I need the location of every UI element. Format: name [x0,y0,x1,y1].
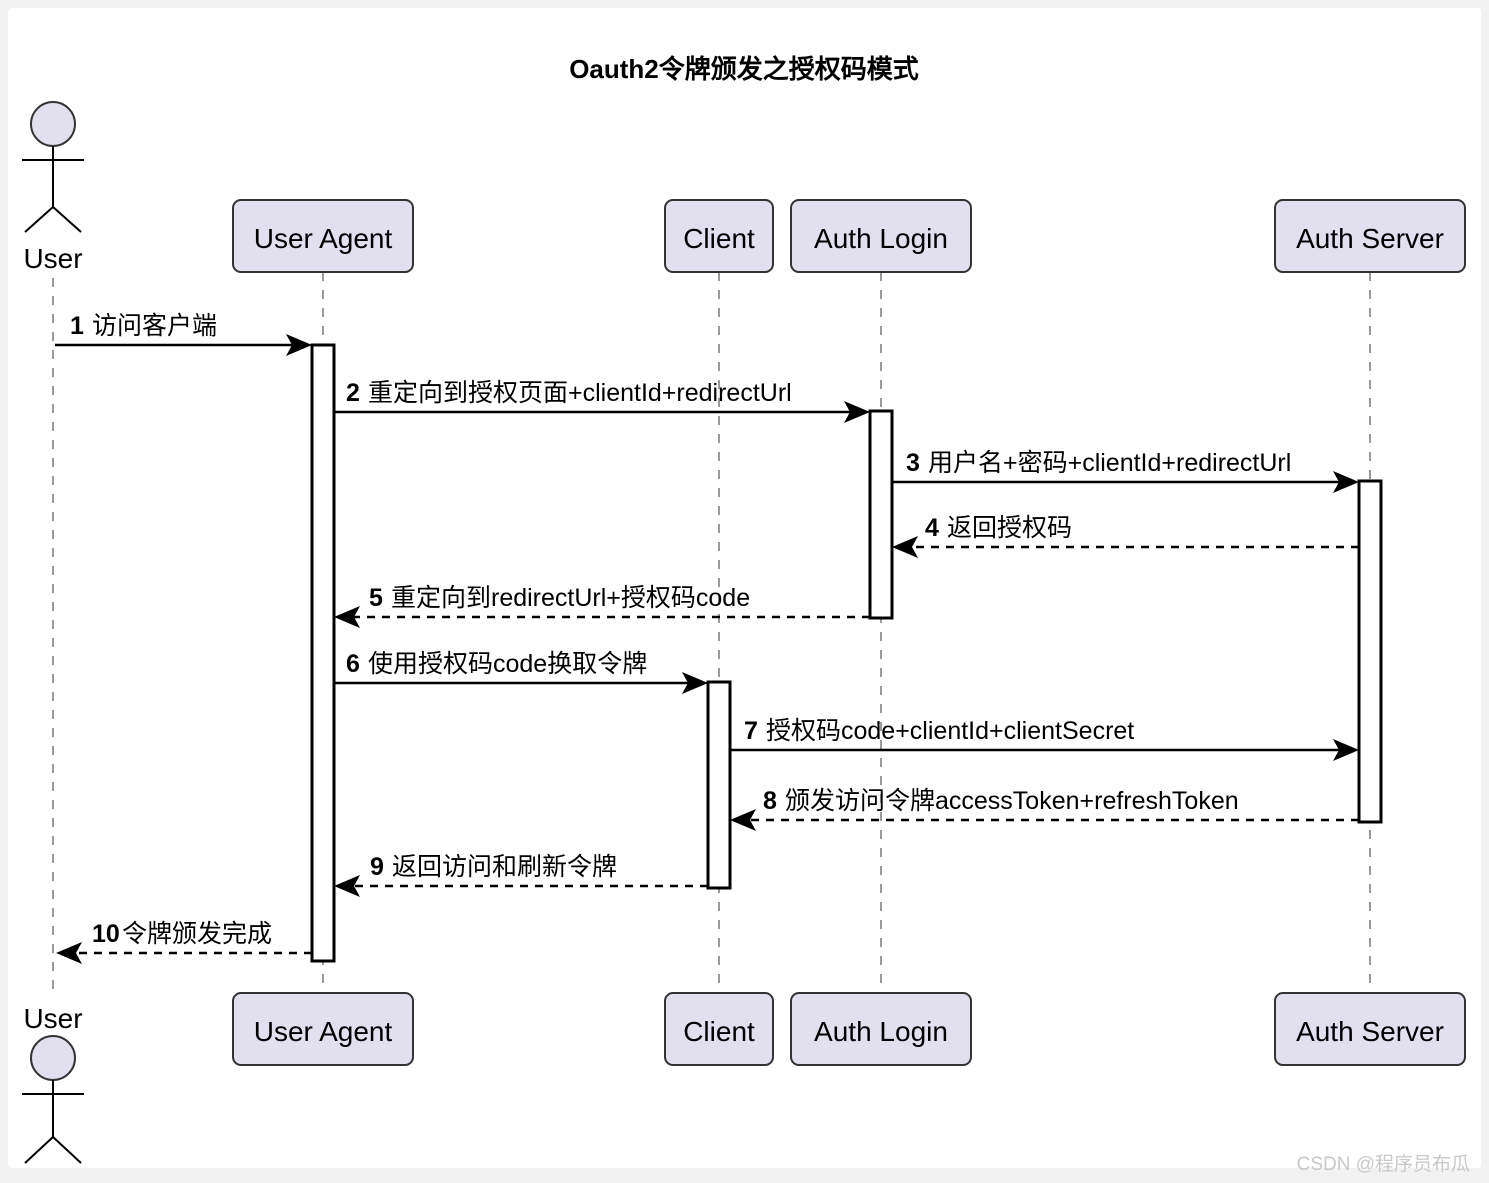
actor-leg-right [52,1136,82,1164]
arrowhead-icon [56,942,82,964]
participant-box[interactable] [232,199,414,273]
message-number: 3 [906,449,920,477]
message-10[interactable]: 10 令牌颁发完成 [56,920,312,964]
participant-box[interactable] [664,199,774,273]
message-label: 访问客户端 [92,312,217,340]
watermark: CSDN @程序员布瓜 [1297,1153,1470,1175]
participant-label-auth-login-top: Auth Login [814,223,948,254]
actor-head-icon [30,101,76,147]
participant-label-auth-login-bottom: Auth Login [814,1016,948,1047]
participant-auth-login-top[interactable]: Auth Login [790,199,972,273]
participant-auth-server-top[interactable]: Auth Server [1274,199,1466,273]
participant-box[interactable] [664,992,774,1066]
participant-auth-login-bottom[interactable]: Auth Login [790,992,972,1066]
arrowhead-icon [286,334,312,356]
message-3[interactable]: 3 用户名+密码+clientId+redirectUrl [892,449,1359,493]
participant-client-top[interactable]: Client [664,199,774,273]
message-label: 令牌颁发完成 [122,920,272,948]
participant-label-auth-server-top: Auth Server [1296,223,1444,254]
participant-user-agent-top[interactable]: User Agent [232,199,414,273]
arrowhead-icon [1333,739,1359,761]
actor-leg-left [24,206,54,233]
participant-box[interactable] [790,992,972,1066]
message-label: 颁发访问令牌accessToken+refreshToken [785,787,1239,815]
actor-head-icon [30,1035,76,1081]
message-number: 6 [346,650,360,678]
participant-box[interactable] [1274,992,1466,1066]
message-8[interactable]: 8 颁发访问令牌accessToken+refreshToken [730,787,1359,831]
message-7[interactable]: 7 授权码code+clientId+clientSecret [730,717,1359,761]
participant-label-client-bottom: Client [683,1016,755,1047]
participant-box[interactable] [232,992,414,1066]
actor-leg-left [24,1136,54,1164]
message-number: 7 [744,717,758,745]
message-2[interactable]: 2 重定向到授权页面+clientId+redirectUrl [334,379,870,423]
message-label: 返回访问和刷新令牌 [392,853,617,881]
message-number: 4 [925,514,939,542]
message-label: 重定向到授权页面+clientId+redirectUrl [368,379,792,407]
message-number: 10 [92,920,120,948]
activation-bars [310,343,1383,963]
participant-label-user-agent-top: User Agent [254,223,393,254]
activation-bar-auth-server [1357,479,1383,824]
arrowhead-icon [730,809,756,831]
participant-auth-server-bottom[interactable]: Auth Server [1274,992,1466,1066]
arrowhead-icon [1333,471,1359,493]
message-6[interactable]: 6 使用授权码code换取令牌 [334,650,708,694]
participant-client-bottom[interactable]: Client [664,992,774,1066]
message-9[interactable]: 9 返回访问和刷新令牌 [334,853,708,897]
arrowhead-icon [844,401,870,423]
participant-box[interactable] [790,199,972,273]
message-label: 授权码code+clientId+clientSecret [766,717,1134,745]
participant-label-user-agent-bottom: User Agent [254,1016,393,1047]
message-number: 1 [70,312,84,340]
activation-bar-user-agent [310,343,336,963]
diagram-title: Oauth2令牌颁发之授权码模式 [569,54,919,84]
actor-user-bottom[interactable]: User [22,1003,84,1164]
message-number: 2 [346,379,360,407]
message-label: 用户名+密码+clientId+redirectUrl [928,449,1291,477]
actor-user-top[interactable]: User [22,101,84,274]
participant-label-auth-server-bottom: Auth Server [1296,1016,1444,1047]
message-4[interactable]: 4 返回授权码 [892,514,1359,558]
actor-leg-right [52,206,82,233]
message-5[interactable]: 5 重定向到redirectUrl+授权码code [334,584,870,628]
arrowhead-icon [334,606,360,628]
activation-bar-auth-login [868,409,894,620]
message-label: 重定向到redirectUrl+授权码code [391,584,750,612]
arrowhead-icon [334,875,360,897]
participant-label-client-top: Client [683,223,755,254]
actor-label-user-top: User [23,243,82,274]
message-1[interactable]: 1 访问客户端 [55,312,312,356]
message-label: 使用授权码code换取令牌 [368,650,647,678]
participant-user-agent-bottom[interactable]: User Agent [232,992,414,1066]
activation-bar-client [706,680,732,890]
arrowhead-icon [892,536,918,558]
message-number: 9 [370,853,384,881]
arrowhead-icon [682,672,708,694]
participant-box[interactable] [1274,199,1466,273]
message-number: 8 [763,787,777,815]
message-label: 返回授权码 [947,514,1072,542]
actor-label-user-bottom: User [23,1003,82,1034]
message-number: 5 [369,584,383,612]
